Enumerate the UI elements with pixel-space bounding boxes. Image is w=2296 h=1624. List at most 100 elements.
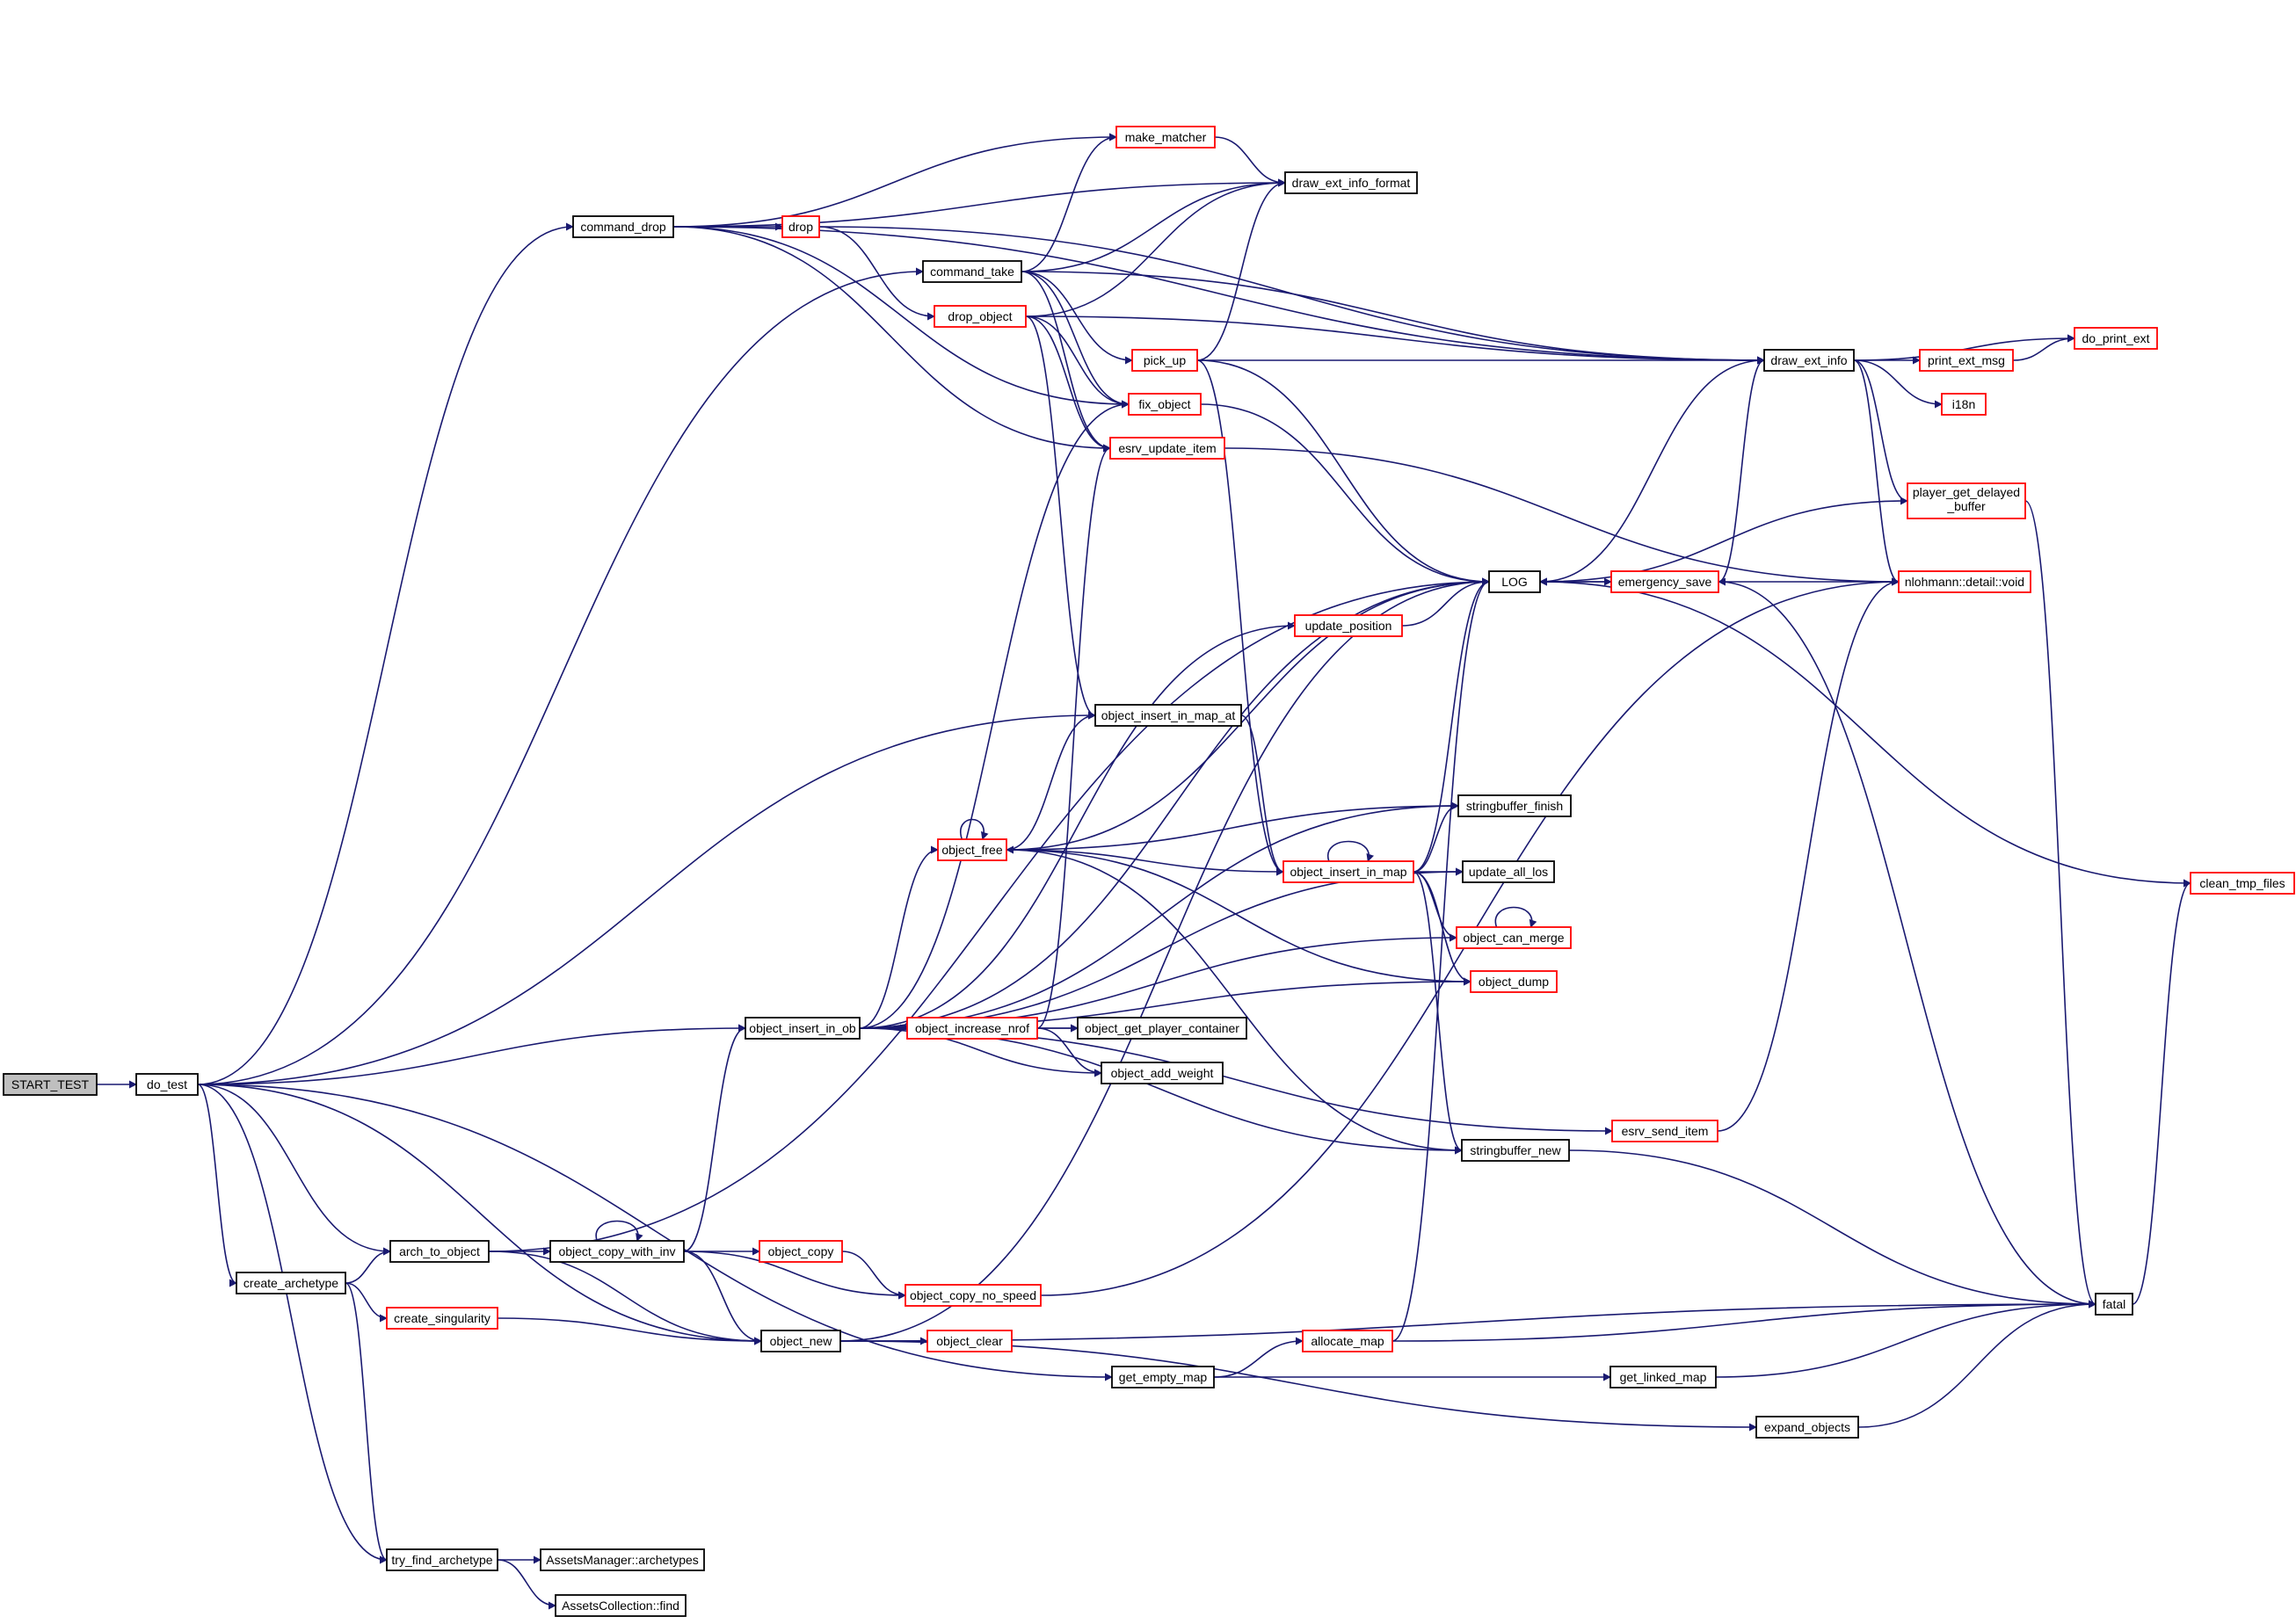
node-get-linked-map[interactable]: get_linked_map xyxy=(1609,1366,1717,1388)
node-label: object_free xyxy=(941,843,1002,857)
node-update-position[interactable]: update_position xyxy=(1294,614,1403,637)
node-box xyxy=(745,1017,861,1040)
node-object-insert-in-ob[interactable]: object_insert_in_ob xyxy=(745,1017,861,1040)
node-box xyxy=(1610,570,1719,593)
node-esrv-send-item[interactable]: esrv_send_item xyxy=(1611,1120,1718,1142)
node-object-add-weight[interactable]: object_add_weight xyxy=(1101,1062,1224,1084)
node-create-archetype[interactable]: create_archetype xyxy=(236,1272,346,1294)
node-i18n[interactable]: i18n xyxy=(1941,393,1987,416)
node-object-new[interactable]: object_new xyxy=(760,1330,841,1352)
edge-object-free-to-object-dump xyxy=(1006,849,1471,986)
node-label: pick_up xyxy=(1144,353,1186,367)
call-edge xyxy=(197,1084,391,1256)
node-object-copy[interactable]: object_copy xyxy=(759,1240,843,1263)
node-do-print-ext[interactable]: do_print_ext xyxy=(2074,327,2158,350)
call-edge xyxy=(1413,801,1459,873)
edge-esrv-update-item-to-nlohmann-void xyxy=(1224,447,1900,586)
node-try-find-archetype[interactable]: try_find_archetype xyxy=(386,1548,498,1571)
node-label: object_clear xyxy=(936,1334,1003,1348)
node-assets-manager-archetypes[interactable]: AssetsManager::archetypes xyxy=(540,1548,705,1571)
node-object-copy-with-inv[interactable]: object_copy_with_inv xyxy=(549,1240,685,1263)
node-box xyxy=(1128,393,1202,416)
edge-do-test-to-try-find-archetype xyxy=(197,1084,388,1564)
edge-object-free-to-object-insert-in-map-at xyxy=(1006,711,1096,851)
node-command-drop[interactable]: command_drop xyxy=(572,215,674,238)
node-draw-ext-info-format[interactable]: draw_ext_info_format xyxy=(1284,171,1418,194)
edge-pick-up-to-log xyxy=(1196,359,1490,586)
edge-do-test-to-command-drop xyxy=(197,222,574,1085)
node-object-get-player-container[interactable]: object_get_player_container xyxy=(1077,1017,1247,1040)
node-object-insert-in-map[interactable]: object_insert_in_map xyxy=(1282,860,1414,883)
call-edge xyxy=(595,1220,643,1242)
node-start-test[interactable]: START_TEST xyxy=(3,1073,98,1096)
node-box xyxy=(1109,437,1225,460)
node-pick-up[interactable]: pick_up xyxy=(1131,349,1198,372)
node-object-insert-in-map-at[interactable]: object_insert_in_map_at xyxy=(1094,704,1242,727)
edge-draw-ext-info-to-log xyxy=(1539,359,1765,586)
call-edge xyxy=(197,1024,746,1085)
edge-object-insert-in-ob-to-log xyxy=(859,577,1490,1029)
node-label: make_matcher xyxy=(1125,130,1207,144)
call-edge xyxy=(672,226,1130,409)
edge-stringbuffer-new-to-fatal xyxy=(1568,1149,2096,1309)
node-object-free[interactable]: object_free xyxy=(937,838,1007,861)
node-object-dump[interactable]: object_dump xyxy=(1470,970,1558,993)
call-edge xyxy=(1853,359,1908,505)
node-object-copy-no-speed[interactable]: object_copy_no_speed xyxy=(905,1284,1042,1307)
call-edge xyxy=(1036,444,1111,1029)
node-object-increase-nrof[interactable]: object_increase_nrof xyxy=(906,1017,1038,1040)
edge-object-insert-in-map-at-to-object-insert-in-map xyxy=(1240,714,1284,876)
node-box xyxy=(1488,570,1541,593)
call-edge xyxy=(488,577,1490,1252)
edge-drop-object-to-esrv-update-item xyxy=(1025,315,1111,453)
node-command-take[interactable]: command_take xyxy=(922,260,1022,283)
node-clean-tmp-files[interactable]: clean_tmp_files xyxy=(2190,872,2295,895)
node-label: print_ext_msg xyxy=(1928,353,2005,367)
node-update-all-los[interactable]: update_all_los xyxy=(1462,860,1555,883)
node-make-matcher[interactable]: make_matcher xyxy=(1115,126,1216,149)
node-expand-objects[interactable]: expand_objects xyxy=(1755,1416,1859,1439)
node-stringbuffer-finish[interactable]: stringbuffer_finish xyxy=(1457,794,1572,817)
node-label: do_test xyxy=(147,1077,187,1091)
edge-command-take-to-fix-object xyxy=(1021,271,1130,409)
edge-draw-ext-info-to-i18n xyxy=(1853,359,1943,409)
node-fix-object[interactable]: fix_object xyxy=(1128,393,1202,416)
node-arch-to-object[interactable]: arch_to_object xyxy=(389,1240,490,1263)
call-edge xyxy=(1391,1300,2096,1342)
node-draw-ext-info[interactable]: draw_ext_info xyxy=(1763,349,1855,372)
node-box xyxy=(1131,349,1198,372)
node-stringbuffer-new[interactable]: stringbuffer_new xyxy=(1461,1139,1570,1162)
node-box xyxy=(386,1307,498,1330)
node-player-get-delayed-buffer[interactable]: player_get_delayed_buffer xyxy=(1907,482,2026,519)
node-esrv-update-item[interactable]: esrv_update_item xyxy=(1109,437,1225,460)
node-box xyxy=(1470,970,1558,993)
node-box xyxy=(760,1330,841,1352)
node-get-empty-map[interactable]: get_empty_map xyxy=(1111,1366,1215,1388)
node-label: object_new xyxy=(770,1334,833,1348)
node-do-test[interactable]: do_test xyxy=(135,1073,199,1096)
node-object-clear[interactable]: object_clear xyxy=(926,1330,1013,1352)
call-edge xyxy=(345,1247,391,1284)
edge-object-new-to-fatal xyxy=(839,1300,2096,1342)
node-label: object_copy xyxy=(768,1244,834,1258)
node-assets-collection-find[interactable]: AssetsCollection::find xyxy=(555,1594,687,1617)
node-nlohmann-void[interactable]: nlohmann::detail::void xyxy=(1898,570,2031,593)
node-object-can-merge[interactable]: object_can_merge xyxy=(1456,926,1572,949)
node-emergency-save[interactable]: emergency_save xyxy=(1610,570,1719,593)
call-edge xyxy=(839,1340,1757,1432)
call-edge xyxy=(1413,577,1490,873)
node-drop-object[interactable]: drop_object xyxy=(934,305,1027,328)
node-label: object_increase_nrof xyxy=(915,1021,1029,1035)
call-edge xyxy=(1025,315,1111,453)
node-label: object_copy_with_inv xyxy=(558,1244,675,1258)
node-fatal[interactable]: fatal xyxy=(2095,1293,2133,1316)
node-log[interactable]: LOG xyxy=(1488,570,1541,593)
call-edge xyxy=(197,1084,237,1287)
node-create-singularity[interactable]: create_singularity xyxy=(386,1307,498,1330)
node-drop[interactable]: drop xyxy=(781,215,820,238)
call-edge xyxy=(488,1251,762,1345)
edge-arch-to-object-to-object-new xyxy=(488,1251,762,1345)
node-allocate-map[interactable]: allocate_map xyxy=(1302,1330,1393,1352)
node-print-ext-msg[interactable]: print_ext_msg xyxy=(1919,349,2014,372)
